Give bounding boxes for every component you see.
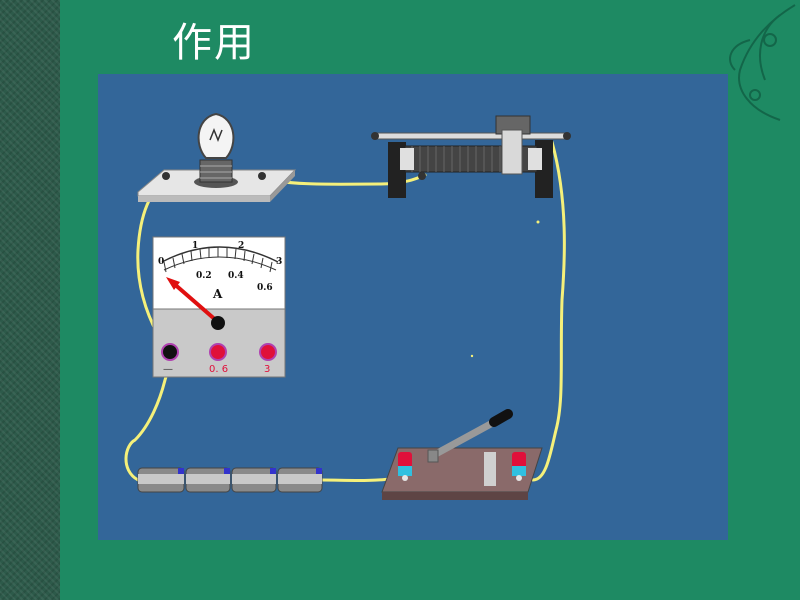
battery-cell [137, 467, 185, 493]
switch-lever [430, 416, 500, 460]
scale-top-0: 0 [158, 257, 164, 267]
scale-bottom-02: 0.2 [196, 271, 212, 281]
corner-ornament-icon [729, 4, 796, 121]
ammeter-needle [170, 280, 220, 324]
battery-cell [277, 467, 323, 493]
scale-bottom-06: 0.6 [257, 283, 273, 293]
terminal-negative [161, 343, 179, 361]
scale-top-1: 1 [192, 241, 198, 251]
terminal-3 [259, 343, 277, 361]
light-bulb [137, 112, 297, 202]
rheostat [371, 115, 571, 198]
knife-switch [381, 409, 543, 500]
terminal-negative-label: — [163, 364, 173, 375]
battery-cell [185, 467, 231, 493]
ammeter: 0 1 2 3 0.2 0.4 0.6 A — 0. 6 3 [152, 236, 286, 378]
decorative-left-strip [0, 0, 60, 600]
scale-top-2: 2 [238, 241, 244, 251]
terminal-0.6 [209, 343, 227, 361]
battery-pack [137, 467, 323, 493]
terminal-3-label: 3 [264, 364, 270, 375]
terminal-06-label: 0. 6 [209, 364, 228, 375]
wire-speck [536, 220, 540, 224]
ammeter-unit-label: A [212, 287, 223, 301]
wire-speck [470, 354, 474, 358]
scale-bottom-04: 0.4 [228, 271, 244, 281]
battery-cell [231, 467, 277, 493]
slide-title: 作用 [172, 20, 256, 66]
wire-rheostat-to-switch [531, 140, 566, 482]
scale-top-3: 3 [276, 257, 282, 267]
